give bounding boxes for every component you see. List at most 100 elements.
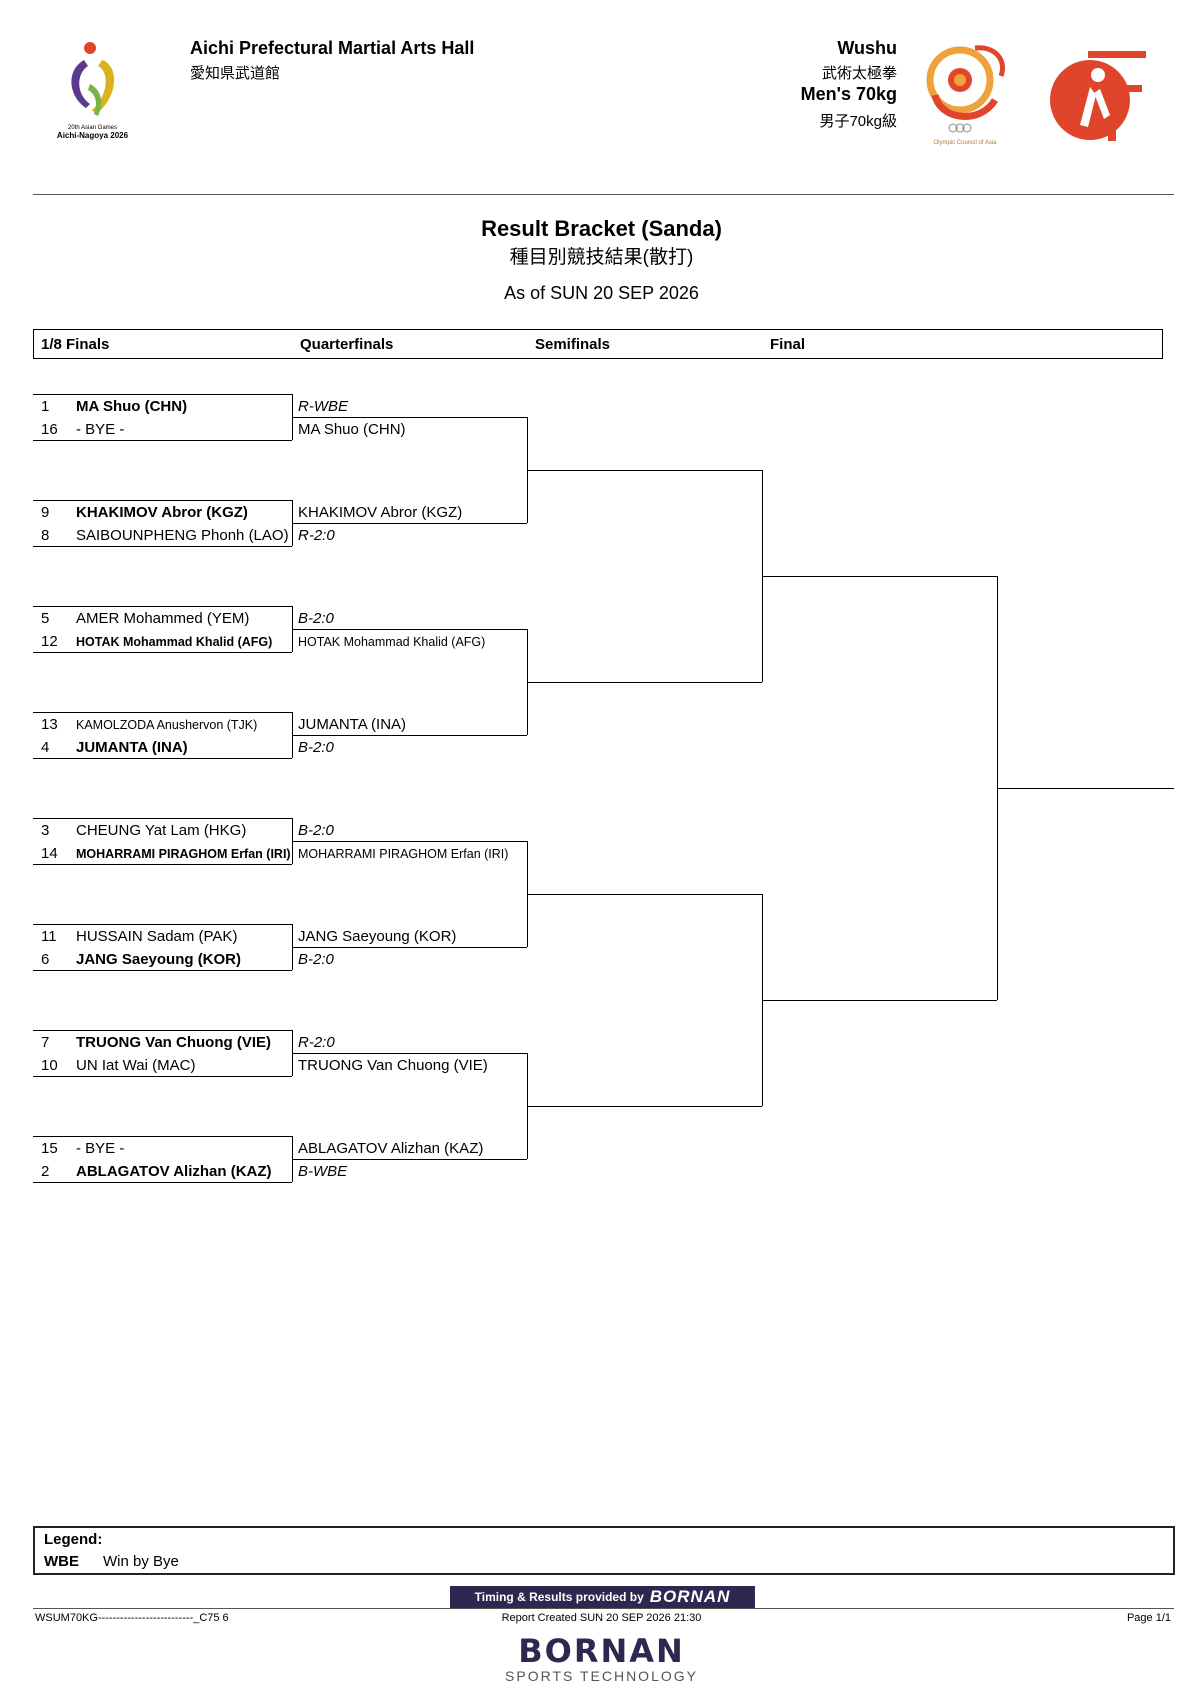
seed-number: 10 — [41, 1057, 58, 1074]
legend-box: Legend: WBE Win by Bye — [33, 1526, 1175, 1575]
sport-name: Wushu — [837, 38, 897, 58]
sf-line — [527, 682, 762, 683]
round-label-r16: 1/8 Finals — [41, 336, 110, 353]
oca-logo: Olympic Council of Asia — [915, 40, 1015, 150]
games-logo-line2: Aichi-Nagoya 2026 — [56, 131, 129, 140]
games-logo-line1: 20th Asian Games — [67, 125, 118, 131]
athlete-name: MOHARRAMI PIRAGHOM Erfan (IRI) — [76, 847, 291, 861]
report-title-jp: 種目別競技結果(散打) — [509, 247, 694, 268]
legend-description: Win by Bye — [103, 1553, 179, 1570]
match-result: B-2:0 — [298, 822, 334, 839]
final-line — [762, 576, 997, 577]
venue-name: Aichi Prefectural Martial Arts Hall — [190, 38, 475, 58]
round-header: 1/8 Finals Quarterfinals Semifinals Fina… — [33, 329, 1163, 359]
round-label-qf: Quarterfinals — [300, 336, 394, 353]
match-result: B-2:0 — [298, 610, 334, 627]
r16-line-bottom — [33, 970, 292, 971]
banner-text: Timing & Results provided by — [474, 1590, 644, 1604]
athlete-name: KAMOLZODA Anushervon (TJK) — [76, 718, 258, 732]
qf-athlete-name: KHAKIMOV Abror (KGZ) — [298, 504, 463, 521]
venue-name-jp: 愛知県武道館 — [190, 65, 281, 82]
seed-number: 4 — [41, 739, 50, 756]
oca-text: Olympic Council of Asia — [933, 140, 997, 146]
r16-line-top — [33, 712, 292, 713]
sport-name-jp: 武術太極拳 — [821, 65, 897, 82]
qf-athlete-name: HOTAK Mohammad Khalid (AFG) — [298, 635, 486, 649]
sf-line — [527, 894, 762, 895]
seed-number: 8 — [41, 527, 50, 544]
qf-athlete-name: MOHARRAMI PIRAGHOM Erfan (IRI) — [298, 847, 509, 861]
r16-line-top — [33, 606, 292, 607]
athlete-name: - BYE - — [76, 421, 125, 438]
seed-number: 5 — [41, 610, 50, 627]
seed-number: 12 — [41, 633, 58, 650]
qf-athlete-name: TRUONG Van Chuong (VIE) — [298, 1057, 488, 1074]
athlete-name: KHAKIMOV Abror (KGZ) — [76, 504, 248, 521]
sf-line — [527, 470, 762, 471]
r16-line-bottom — [33, 864, 292, 865]
banner-brand: BORNAN — [649, 1587, 731, 1606]
sf-line — [527, 1106, 762, 1107]
qf-winner-line — [292, 947, 527, 948]
qf-winner-line — [292, 735, 527, 736]
r16-line-bottom — [33, 758, 292, 759]
page-number: Page 1/1 — [1126, 1612, 1171, 1624]
match-result: B-2:0 — [298, 951, 334, 968]
athlete-name: UN Iat Wai (MAC) — [76, 1057, 196, 1074]
seed-number: 1 — [41, 398, 50, 415]
report-code: WSUM70KG--------------------------_C75 6 — [35, 1612, 229, 1624]
athlete-name: JANG Saeyoung (KOR) — [76, 951, 242, 968]
legend-title: Legend: — [44, 1531, 103, 1548]
seed-number: 14 — [41, 845, 58, 862]
athlete-name: JUMANTA (INA) — [76, 739, 188, 756]
r16-line-top — [33, 394, 292, 395]
legend-code: WBE — [44, 1553, 79, 1570]
qf-winner-line — [292, 629, 527, 630]
seed-number: 13 — [41, 716, 58, 733]
athlete-name: ABLAGATOV Alizhan (KAZ) — [76, 1163, 272, 1180]
qf-athlete-name: ABLAGATOV Alizhan (KAZ) — [298, 1140, 484, 1157]
r16-line-top — [33, 818, 292, 819]
r16-line-bottom — [33, 546, 292, 547]
bornan-logo: BORNAN — [518, 1632, 685, 1670]
seed-number: 7 — [41, 1034, 50, 1051]
match-result: R-2:0 — [298, 527, 335, 544]
athlete-name: SAIBOUNPHENG Phonh (LAO) — [76, 527, 289, 544]
match-result: B-2:0 — [298, 739, 334, 756]
timing-banner: Timing & Results provided by BORNAN — [450, 1586, 755, 1608]
qf-winner-line — [292, 523, 527, 524]
seed-number: 11 — [41, 928, 57, 945]
champion-line — [997, 788, 1174, 789]
athlete-name: MA Shuo (CHN) — [76, 398, 188, 415]
event-name-jp: 男子70kg級 — [819, 113, 897, 130]
seed-number: 15 — [41, 1140, 58, 1157]
r16-line-top — [33, 924, 292, 925]
report-created: Report Created SUN 20 SEP 2026 21:30 — [501, 1612, 702, 1624]
qf-athlete-name: JANG Saeyoung (KOR) — [298, 928, 457, 945]
qf-winner-line — [292, 417, 527, 418]
qf-winner-line — [292, 1053, 527, 1054]
bornan-tagline: SPORTS TECHNOLOGY — [505, 1668, 698, 1684]
athlete-name: TRUONG Van Chuong (VIE) — [76, 1034, 271, 1051]
report-title: Result Bracket (Sanda) — [481, 216, 722, 241]
athlete-name: HOTAK Mohammad Khalid (AFG) — [76, 635, 273, 649]
qf-athlete-name: MA Shuo (CHN) — [298, 421, 406, 438]
r16-line-top — [33, 1030, 292, 1031]
athlete-name: AMER Mohammed (YEM) — [76, 610, 250, 627]
r16-line-bottom — [33, 1076, 292, 1077]
qf-winner-line — [292, 841, 527, 842]
event-name: Men's 70kg — [800, 84, 897, 104]
match-result: B-WBE — [298, 1163, 348, 1180]
footer-divider — [33, 1608, 1174, 1609]
r16-line-bottom — [33, 652, 292, 653]
match-result: R-WBE — [298, 398, 348, 415]
seed-number: 3 — [41, 822, 50, 839]
athlete-name: - BYE - — [76, 1140, 125, 1157]
match-result: R-2:0 — [298, 1034, 335, 1051]
seed-number: 16 — [41, 421, 58, 438]
final-line — [762, 1000, 997, 1001]
header-divider — [33, 194, 1174, 195]
r16-line-top — [33, 500, 292, 501]
round-label-final: Final — [770, 336, 806, 353]
r16-line-bottom — [33, 440, 292, 441]
